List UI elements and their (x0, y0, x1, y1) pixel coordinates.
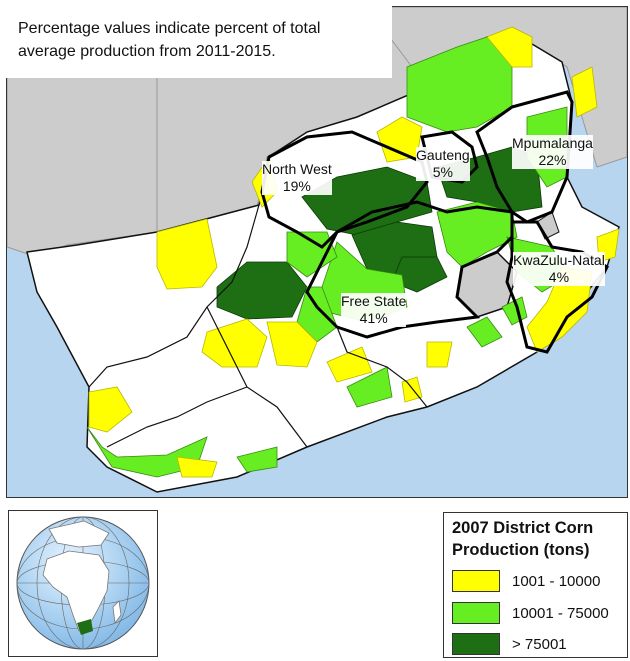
province-name: KwaZulu-Natal (513, 252, 605, 269)
province-name: Mpumalanga (512, 135, 593, 152)
interior-boundaries (88, 204, 428, 448)
high-production-districts (216, 146, 543, 320)
legend-label: 10001 - 75000 (512, 604, 609, 622)
province-name: Gauteng (416, 147, 470, 164)
map-note: Percentage values indicate percent of to… (6, 6, 392, 78)
map-panel (6, 6, 628, 498)
province-name: North West (262, 161, 332, 178)
legend-title-line1: 2007 District Corn (452, 519, 594, 537)
inset-globe-panel (8, 510, 158, 657)
map-note-line2: average production from 2011-2015. (18, 43, 276, 60)
legend-item-low: 1001 - 10000 (452, 569, 600, 593)
map-note-line1: Percentage values indicate percent of to… (18, 20, 321, 37)
legend: 2007 District Corn Production (tons) 100… (443, 512, 628, 658)
legend-label: 1001 - 10000 (512, 572, 601, 590)
legend-item-mid: 10001 - 75000 (452, 601, 609, 625)
legend-title-line2: Production (tons) (452, 541, 590, 559)
province-label-gauteng: Gauteng 5% (416, 147, 470, 181)
province-label-free-state: Free State 41% (341, 293, 407, 327)
legend-title: 2007 District Corn Production (tons) (452, 517, 593, 561)
legend-swatch (452, 633, 500, 655)
province-label-north-west: North West 19% (262, 161, 332, 195)
legend-item-high: > 75001 (452, 632, 567, 656)
province-percent: 41% (341, 310, 407, 327)
legend-label: > 75001 (512, 635, 567, 653)
map-canvas (7, 7, 627, 497)
legend-swatch (452, 570, 500, 592)
province-percent: 4% (513, 269, 605, 286)
legend-swatch (452, 602, 500, 624)
province-percent: 22% (512, 152, 593, 169)
province-percent: 5% (416, 164, 470, 181)
mid-production-districts (86, 36, 568, 478)
globe-icon (16, 516, 150, 650)
province-name: Free State (341, 293, 407, 310)
province-label-mpumalanga: Mpumalanga 22% (512, 135, 593, 169)
province-percent: 19% (262, 178, 332, 195)
province-label-kwazulu-natal: KwaZulu-Natal 4% (513, 252, 605, 286)
